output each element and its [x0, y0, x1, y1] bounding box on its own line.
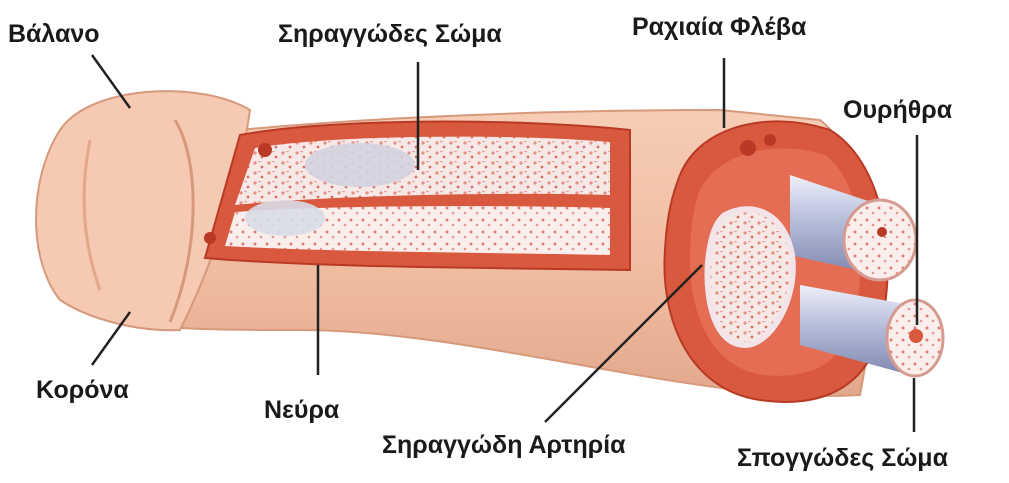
label-corpus-cavernosum: Σηραγγώδες Σώμα [278, 22, 502, 47]
label-dorsal-vein: Ραχιαία Φλέβα [632, 15, 806, 40]
label-urethra: Ουρήθρα [843, 98, 952, 123]
label-corpus-spongiosum: Σπογγώδες Σώμα [737, 446, 948, 471]
label-corona: Κορόνα [36, 378, 129, 403]
label-glans: Βάλανο [8, 22, 100, 47]
label-cavernosal-artery: Σηραγγώδη Αρτηρία [382, 433, 626, 458]
label-nerves: Νεύρα [264, 398, 339, 423]
